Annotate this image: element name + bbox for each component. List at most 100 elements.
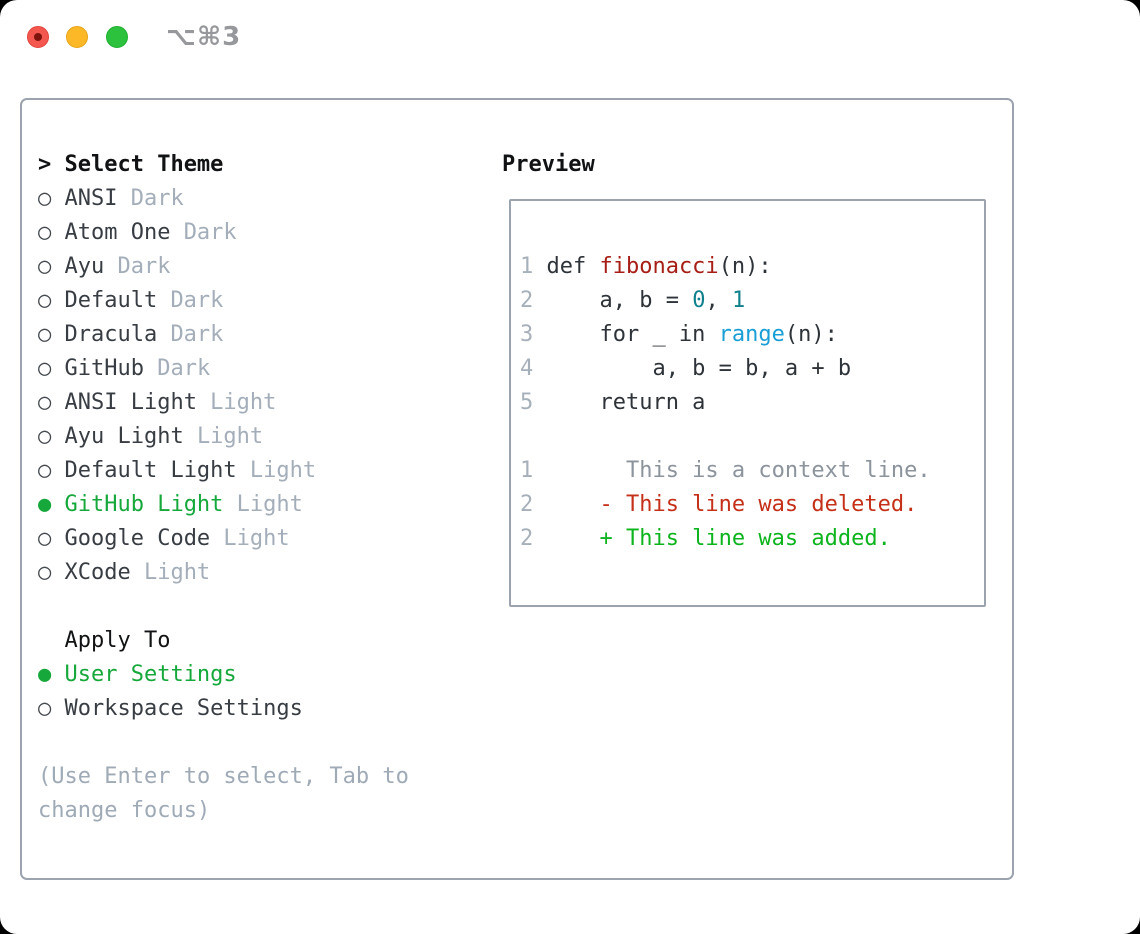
diff-context-line: 1 This is a context line. (520, 454, 984, 488)
theme-name: Default Light (64, 458, 237, 483)
theme-variant: Dark (157, 356, 211, 381)
radio-icon: ○ (38, 186, 52, 211)
diff-added-text: + This line was added. (546, 526, 891, 551)
radio-icon: ○ (38, 424, 52, 449)
radio-icon: ○ (38, 356, 52, 381)
number-literal-token: 0 (692, 288, 706, 313)
theme-option-dracula-dark[interactable]: ○ Dracula Dark (38, 318, 483, 352)
theme-option-ansi-dark[interactable]: ○ ANSI Dark (38, 182, 483, 216)
function-name-token: fibonacci (599, 254, 719, 279)
diff-deleted-line: 2 - This line was deleted. (520, 488, 984, 522)
close-dot-icon (34, 33, 42, 41)
radio-icon: ○ (38, 526, 52, 551)
code-token: (n): (718, 254, 772, 279)
apply-option-label: Workspace Settings (64, 696, 303, 721)
line-number: 2 (520, 492, 534, 517)
apply-option-label: User Settings (64, 662, 237, 687)
theme-option-github-light[interactable]: ● GitHub Light Light (38, 488, 483, 522)
radio-icon: ○ (38, 560, 52, 585)
theme-variant: Dark (130, 186, 184, 211)
theme-option-google-code[interactable]: ○ Google Code Light (38, 522, 483, 556)
number-literal-token: 1 (731, 288, 746, 313)
prompt-caret: > (38, 152, 52, 177)
theme-variant: Light (143, 560, 211, 585)
code-token: for _ in (546, 322, 719, 347)
minimize-button[interactable] (66, 26, 88, 48)
titlebar[interactable]: ⌥⌘3 (0, 0, 1140, 74)
theme-option-atom-one-dark[interactable]: ○ Atom One Dark (38, 216, 483, 250)
theme-option-xcode[interactable]: ○ XCode Light (38, 556, 483, 590)
builtin-token: range (718, 322, 785, 347)
theme-name: GitHub (64, 356, 144, 381)
line-number: 3 (520, 322, 534, 347)
theme-option-default-dark[interactable]: ○ Default Dark (38, 284, 483, 318)
code-token: return a (546, 390, 706, 415)
theme-option-ayu-light[interactable]: ○ Ayu Light Light (38, 420, 483, 454)
radio-icon: ○ (38, 288, 52, 313)
theme-name: Default (64, 288, 158, 313)
radio-icon: ○ (38, 696, 52, 721)
apply-to-header: Apply To (64, 628, 171, 653)
theme-name: Google Code (64, 526, 211, 551)
code-line: 3 for _ in range(n): (520, 318, 984, 352)
zoom-button[interactable] (106, 26, 128, 48)
keyboard-hint-line-1: (Use Enter to select, Tab to (38, 764, 409, 789)
apply-option-workspace-settings[interactable]: ○ Workspace Settings (38, 692, 483, 726)
line-number: 1 (520, 254, 534, 279)
diff-deleted-text: - This line was deleted. (546, 492, 918, 517)
theme-option-ayu-dark[interactable]: ○ Ayu Dark (38, 250, 483, 284)
radio-icon: ○ (38, 390, 52, 415)
window-title: ⌥⌘3 (166, 22, 242, 52)
line-number: 4 (520, 356, 534, 381)
theme-name: Atom One (64, 220, 171, 245)
code-token: a, b = (546, 288, 693, 313)
radio-selected-icon: ● (38, 662, 52, 687)
theme-name: GitHub Light (64, 492, 224, 517)
theme-name: Dracula (64, 322, 158, 347)
code-line: 1 def fibonacci(n): (520, 250, 984, 284)
theme-name: Ayu Light (64, 424, 184, 449)
theme-variant: Light (210, 390, 277, 415)
theme-name: ANSI Light (64, 390, 197, 415)
line-number: 2 (520, 288, 534, 313)
code-line: 2 a, b = 0, 1 (520, 284, 984, 318)
code-line: 5 return a (520, 386, 984, 420)
theme-variant: Dark (170, 288, 224, 313)
theme-option-default-light[interactable]: ○ Default Light Light (38, 454, 483, 488)
select-theme-title: Select Theme (64, 152, 224, 177)
radio-selected-icon: ● (38, 492, 52, 517)
keyboard-hint-line-2: change focus) (38, 798, 211, 823)
theme-name: XCode (64, 560, 131, 585)
theme-option-github-dark[interactable]: ○ GitHub Dark (38, 352, 483, 386)
code-token: (n): (784, 322, 838, 347)
code-token: def (546, 254, 600, 279)
theme-variant: Light (223, 526, 290, 551)
radio-icon: ○ (38, 220, 52, 245)
radio-icon: ○ (38, 254, 52, 279)
radio-icon: ○ (38, 322, 52, 347)
theme-variant: Dark (170, 322, 224, 347)
theme-option-ansi-light[interactable]: ○ ANSI Light Light (38, 386, 483, 420)
theme-name: ANSI (64, 186, 118, 211)
theme-variant: Dark (117, 254, 171, 279)
code-line: 4 a, b = b, a + b (520, 352, 984, 386)
select-theme-header: > Select Theme (38, 148, 483, 182)
theme-name: Ayu (64, 254, 105, 279)
preview-title: Preview (502, 152, 595, 177)
theme-variant: Light (249, 458, 317, 483)
theme-variant: Light (196, 424, 264, 449)
code-token: , (705, 288, 732, 313)
radio-icon: ○ (38, 458, 52, 483)
apply-option-user-settings[interactable]: ● User Settings (38, 658, 483, 692)
theme-variant: Light (236, 492, 303, 517)
close-button[interactable] (27, 26, 49, 48)
line-number: 2 (520, 526, 534, 551)
diff-context-text: This is a context line. (546, 458, 931, 483)
diff-added-line: 2 + This line was added. (520, 522, 984, 556)
theme-variant: Dark (183, 220, 237, 245)
line-number: 5 (520, 390, 534, 415)
